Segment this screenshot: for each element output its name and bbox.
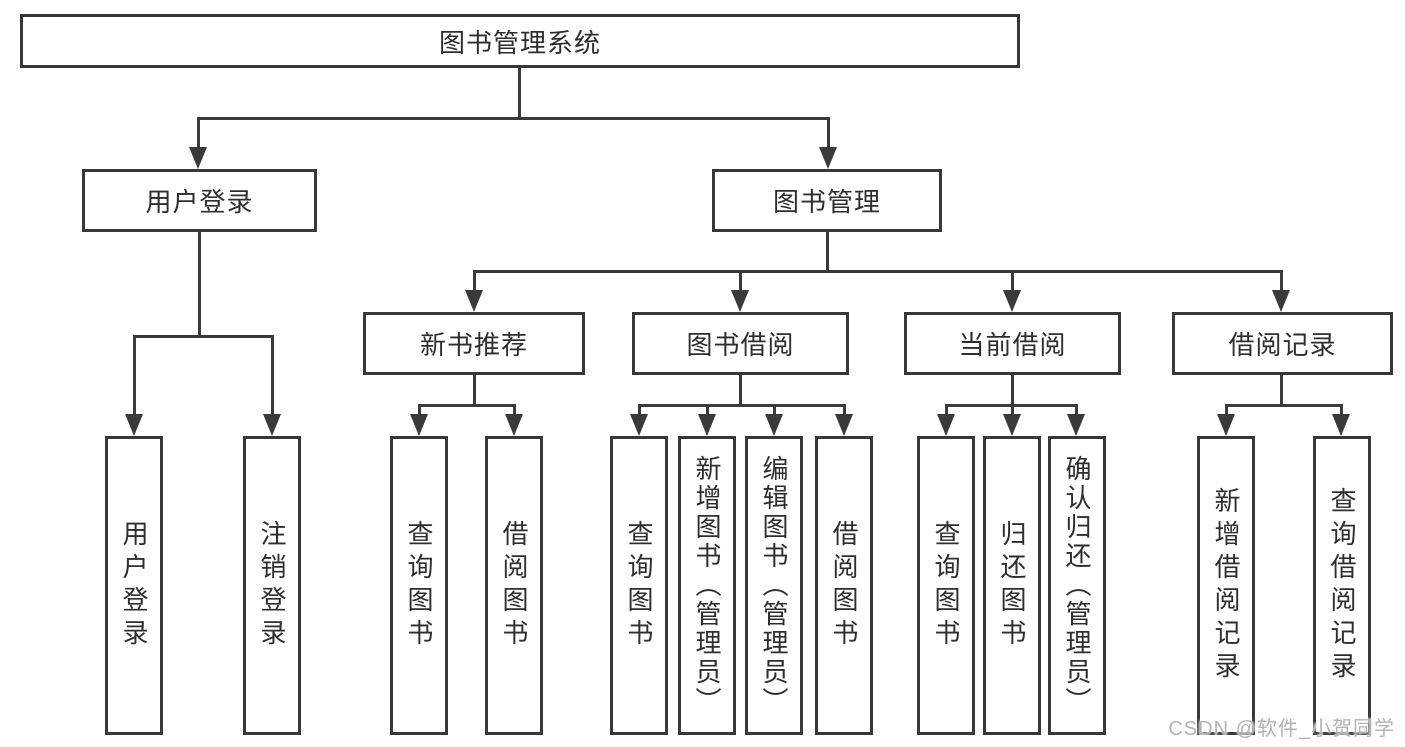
leaf-borrowing-edit-books-admin: 编辑图书（管理员） xyxy=(745,436,803,735)
connector-line xyxy=(1011,270,1014,292)
arrow-down-icon xyxy=(125,414,143,436)
node-root-label: 图书管理系统 xyxy=(438,27,601,58)
leaf-borrowing-borrow-books: 借阅图书 xyxy=(815,436,873,735)
connector-line xyxy=(1075,404,1078,416)
leaf-current-return-books: 归还图书 xyxy=(983,436,1041,735)
connector-line xyxy=(827,117,830,151)
leaf-borrowing-add-books-admin-label: 新增图书（管理员） xyxy=(692,455,722,716)
node-borrow-records-label: 借阅记录 xyxy=(1228,330,1337,360)
connector-line xyxy=(706,404,709,416)
node-book-borrowing-label: 图书借阅 xyxy=(686,330,795,360)
connector-line xyxy=(739,270,742,292)
connector-line xyxy=(1011,375,1014,407)
leaf-borrowing-borrow-books-label: 借阅图书 xyxy=(829,519,859,652)
leaf-current-query-books: 查询图书 xyxy=(917,436,975,735)
arrow-down-icon xyxy=(189,147,207,169)
arrow-down-icon xyxy=(1217,414,1235,436)
connector-line xyxy=(518,68,521,120)
arrow-down-icon xyxy=(1003,290,1021,312)
connector-line xyxy=(1340,404,1343,416)
connector-line xyxy=(826,232,829,273)
leaf-newbook-query-books-label: 查询图书 xyxy=(404,519,434,652)
leaf-borrowing-query-books: 查询图书 xyxy=(610,436,668,735)
csdn-watermark: CSDN @软件_小贺同学 xyxy=(1168,718,1395,740)
connector-line xyxy=(1225,404,1343,407)
leaf-borrowing-query-books-label: 查询图书 xyxy=(624,519,654,652)
connector-line xyxy=(843,404,846,416)
connector-line xyxy=(133,335,136,416)
connector-line xyxy=(197,117,830,120)
leaf-newbook-query-books: 查询图书 xyxy=(390,436,448,735)
connector-line xyxy=(198,232,201,338)
connector-line xyxy=(473,375,476,407)
leaf-logout-label: 注销登录 xyxy=(257,519,287,652)
leaf-user-login-label: 用户登录 xyxy=(119,519,149,652)
leaf-records-add-record: 新增借阅记录 xyxy=(1197,436,1255,735)
node-root: 图书管理系统 xyxy=(20,14,1020,68)
leaf-records-query-record-label: 查询借阅记录 xyxy=(1327,486,1357,685)
arrow-down-icon xyxy=(835,414,853,436)
node-current-borrowing: 当前借阅 xyxy=(904,312,1121,375)
connector-line xyxy=(271,335,274,416)
leaf-current-confirm-return-admin: 确认归还（管理员） xyxy=(1048,436,1106,735)
connector-line xyxy=(1011,404,1014,416)
arrow-down-icon xyxy=(630,414,648,436)
arrow-down-icon xyxy=(937,414,955,436)
arrow-down-icon xyxy=(1067,414,1085,436)
arrow-down-icon xyxy=(698,414,716,436)
connector-line xyxy=(1280,270,1283,292)
leaf-records-add-record-label: 新增借阅记录 xyxy=(1211,486,1241,685)
connector-line xyxy=(638,404,641,416)
node-book-management: 图书管理 xyxy=(712,169,942,232)
node-book-management-label: 图书管理 xyxy=(772,187,881,217)
connector-line xyxy=(418,404,516,407)
connector-line xyxy=(473,270,1283,273)
leaf-records-query-record: 查询借阅记录 xyxy=(1313,436,1371,735)
connector-line xyxy=(473,270,476,292)
connector-line xyxy=(418,404,421,416)
arrow-down-icon xyxy=(505,414,523,436)
connector-line xyxy=(197,117,200,151)
leaf-borrowing-add-books-admin: 新增图书（管理员） xyxy=(678,436,736,735)
node-user-login-label: 用户登录 xyxy=(145,187,254,217)
arrow-down-icon xyxy=(1332,414,1350,436)
connector-line xyxy=(638,404,846,407)
connector-line xyxy=(945,404,948,416)
arrow-down-icon xyxy=(819,147,837,169)
connector-line xyxy=(1280,375,1283,407)
node-current-borrowing-label: 当前借阅 xyxy=(958,330,1067,360)
node-book-borrowing: 图书借阅 xyxy=(632,312,849,375)
connector-line xyxy=(1225,404,1228,416)
connector-line xyxy=(513,404,516,416)
arrow-down-icon xyxy=(263,414,281,436)
leaf-current-confirm-return-admin-label: 确认归还（管理员） xyxy=(1062,455,1092,716)
arrow-down-icon xyxy=(1272,290,1290,312)
leaf-current-query-books-label: 查询图书 xyxy=(931,519,961,652)
connector-line xyxy=(739,375,742,407)
arrow-down-icon xyxy=(1003,414,1021,436)
node-user-login: 用户登录 xyxy=(82,169,317,232)
leaf-newbook-borrow-books-label: 借阅图书 xyxy=(499,519,529,652)
connector-line xyxy=(773,404,776,416)
arrow-down-icon xyxy=(731,290,749,312)
node-borrow-records: 借阅记录 xyxy=(1172,312,1393,375)
leaf-logout: 注销登录 xyxy=(243,436,301,735)
arrow-down-icon xyxy=(765,414,783,436)
node-new-book-recommend: 新书推荐 xyxy=(363,312,585,375)
arrow-down-icon xyxy=(465,290,483,312)
leaf-user-login: 用户登录 xyxy=(105,436,163,735)
connector-line xyxy=(133,335,274,338)
arrow-down-icon xyxy=(410,414,428,436)
node-new-book-recommend-label: 新书推荐 xyxy=(419,330,528,360)
leaf-newbook-borrow-books: 借阅图书 xyxy=(485,436,543,735)
leaf-current-return-books-label: 归还图书 xyxy=(997,519,1027,652)
leaf-borrowing-edit-books-admin-label: 编辑图书（管理员） xyxy=(759,455,789,716)
